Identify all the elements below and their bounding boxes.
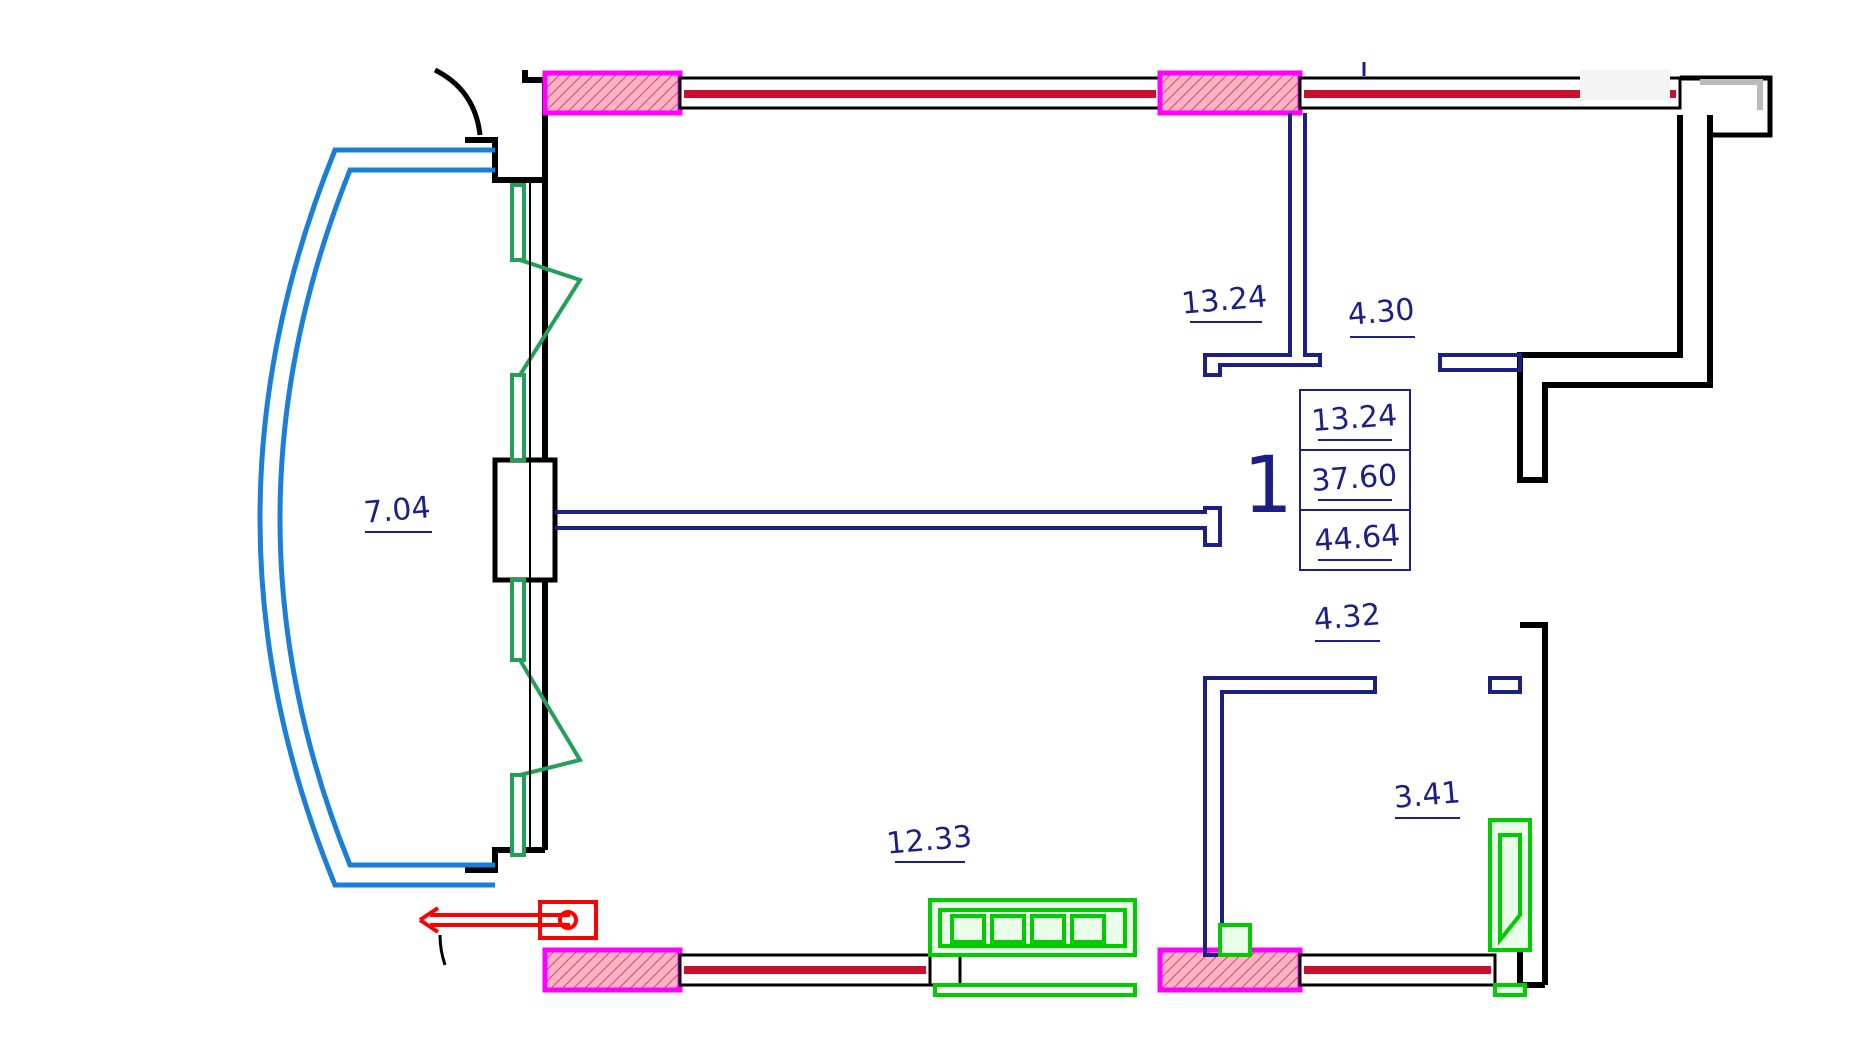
small-room-area-label: 4.30 (1346, 292, 1416, 333)
kitchen-stove (928, 898, 1137, 997)
top-wall (542, 62, 1773, 138)
balcony-railing (257, 147, 495, 888)
corridor-area-label: 4.32 (1312, 597, 1382, 638)
area-table (1299, 389, 1411, 571)
room-area-label: 13.24 (1180, 279, 1269, 321)
balcony-area-label: 7.04 (362, 490, 432, 531)
bottom-wall (542, 947, 1497, 993)
door-swing-arc (433, 67, 483, 136)
riser (418, 900, 598, 940)
kitchen-area-label: 12.33 (885, 819, 974, 861)
total-area-value: 37.60 (1310, 458, 1398, 499)
room-labels: 7.04 13.24 4.30 4.32 12.33 3.41 (362, 279, 1462, 863)
partitions (555, 113, 1522, 957)
bathroom-fixture (1218, 818, 1532, 997)
bathroom-area-label: 3.41 (1392, 775, 1462, 816)
windows (510, 183, 584, 857)
door-swing-arc-bottom (438, 934, 447, 966)
living-area-value: 13.24 (1310, 398, 1398, 439)
apartment-number: 1 (1243, 441, 1293, 531)
column (492, 457, 558, 583)
total-with-balcony-value: 44.64 (1313, 518, 1401, 559)
